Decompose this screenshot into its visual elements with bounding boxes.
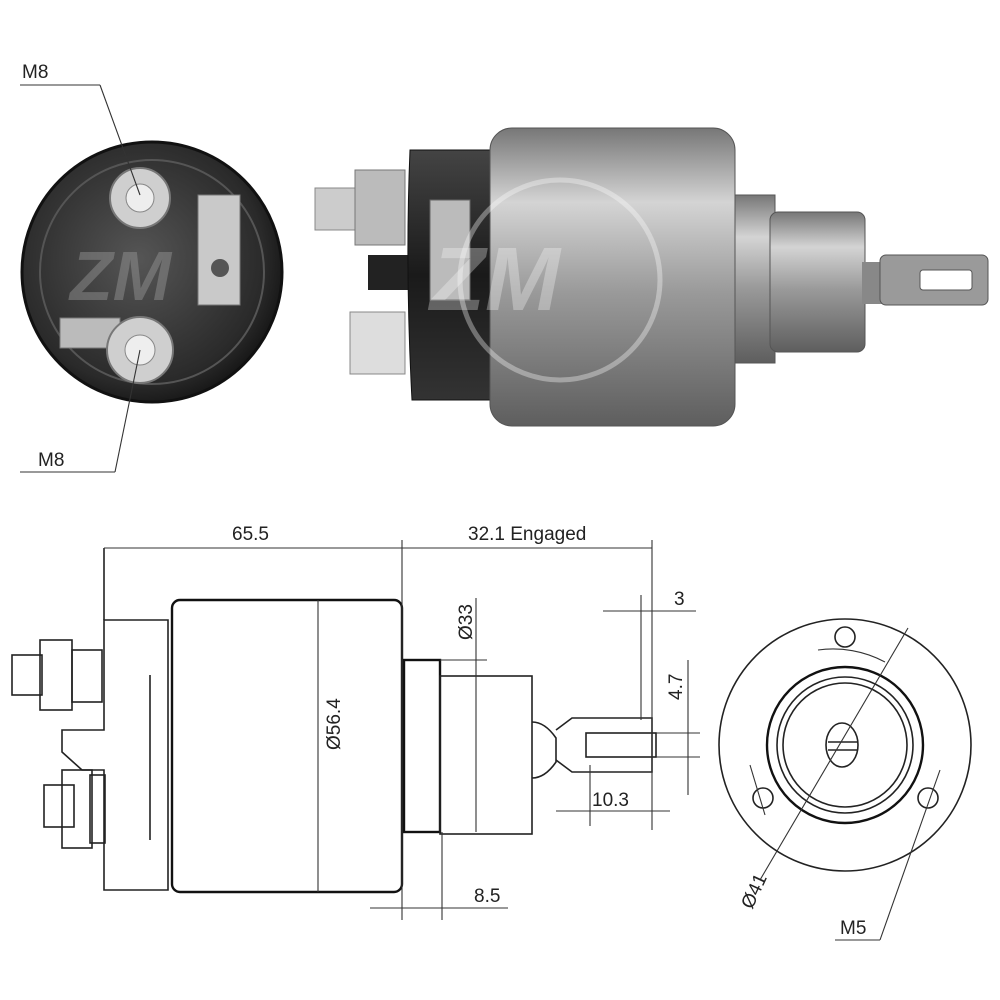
dim-slot-width: 4.7 (666, 674, 687, 700)
side-elevation-drawing: 65.5 32.1 Engaged 3 4.7 10.3 Ø33 Ø56.4 8… (11, 524, 700, 920)
dim-bolt-circle: Ø41 (737, 871, 771, 912)
dim-length-body: 65.5 (232, 524, 269, 545)
dim-nose-diameter: Ø33 (456, 604, 477, 640)
terminal-label-bottom: M8 (38, 450, 64, 471)
dim-body-diameter: Ø56.4 (324, 698, 345, 750)
side-view-photo: ZM (314, 127, 989, 427)
watermark-logo-side: ZM (427, 230, 562, 330)
end-view-photo: ZM (20, 140, 284, 404)
dim-plunger-engaged: 32.1 Engaged (468, 524, 586, 545)
end-view-bottom-leader: M8 (20, 349, 141, 473)
end-view-top-leader: M8 (20, 62, 141, 196)
front-view-drawing: Ø41 M5 (718, 618, 972, 941)
mount-thread-label: M5 (840, 918, 866, 939)
field-terminal-tab (197, 194, 241, 306)
watermark-logo: ZM (68, 237, 173, 315)
terminal-label-top: M8 (22, 62, 48, 83)
terminal-top (109, 167, 171, 229)
dim-slot-length: 10.3 (592, 790, 629, 811)
dim-flange-thickness: 8.5 (474, 886, 500, 907)
dim-tab-offset: 3 (674, 589, 685, 610)
